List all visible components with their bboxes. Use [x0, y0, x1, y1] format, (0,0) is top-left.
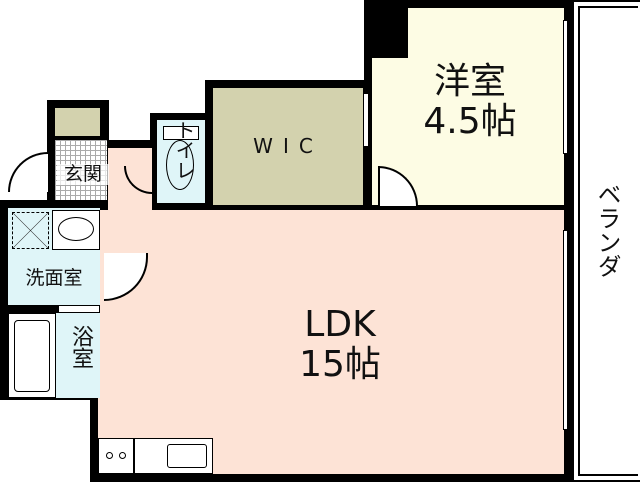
entrance-door[interactable] [8, 152, 48, 192]
toilet-tank [163, 126, 199, 140]
entrance-storage [55, 108, 100, 136]
bath-label: 浴室 [68, 325, 93, 369]
wic-label: WIC [253, 134, 323, 158]
western-name: 洋室 [433, 61, 506, 102]
toilet-bowl [166, 140, 194, 190]
room-wic [213, 88, 363, 205]
window [563, 20, 568, 154]
bathtub [8, 313, 56, 398]
ldk-size: 15帖 [299, 343, 381, 385]
western-label: 洋室 4.5帖 [400, 62, 540, 141]
toilet-label: トイレ [172, 120, 196, 180]
wic-door[interactable] [363, 93, 369, 147]
washing-machine-space [12, 212, 49, 249]
room-ldk [98, 210, 564, 474]
western-size: 4.5帖 [423, 100, 517, 142]
wash-basin [52, 210, 100, 250]
pillar [372, 8, 408, 58]
bath-door[interactable] [58, 305, 100, 313]
ldk-label: LDK 15帖 [270, 305, 410, 384]
kitchen-sink [134, 438, 213, 474]
kitchen-stove [98, 438, 134, 474]
veranda-label: ベランダ [593, 182, 621, 278]
washroom-label: 洗面室 [25, 267, 83, 289]
veranda: ベランダ [572, 0, 640, 482]
window [563, 230, 568, 430]
entrance-label: 玄関 [57, 164, 109, 185]
ldk-name: LDK [304, 304, 376, 345]
